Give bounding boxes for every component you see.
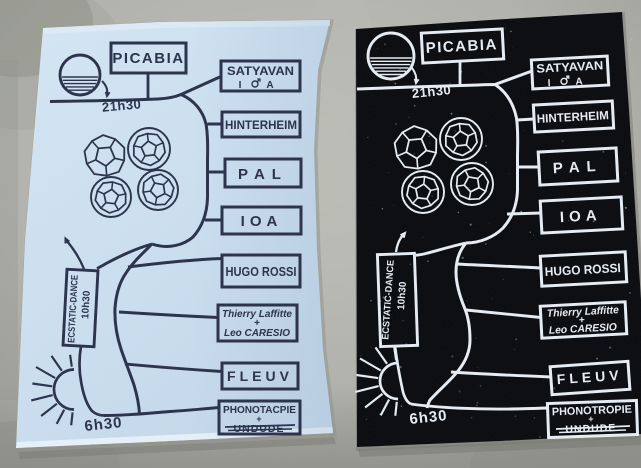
svg-text:+: + [579, 315, 586, 326]
svg-text:HINTERHEIM: HINTERHEIM [536, 108, 609, 126]
svg-text:FLEUV: FLEUV [227, 368, 293, 384]
svg-text:FLEUV: FLEUV [556, 367, 623, 388]
svg-text:A: A [575, 76, 583, 87]
svg-text:Thierry Laffitte: Thierry Laffitte [547, 304, 620, 320]
svg-text:PAL: PAL [238, 166, 288, 183]
svg-text:+: + [254, 318, 260, 329]
svg-text:HUGO ROSSI: HUGO ROSSI [226, 265, 297, 279]
svg-text:SATYAVAN: SATYAVAN [536, 58, 604, 75]
svg-text:Leo CARESIO: Leo CARESIO [549, 321, 618, 337]
svg-text:PICABIA: PICABIA [112, 50, 184, 67]
svg-text:I: I [547, 78, 551, 89]
svg-text:HUGO ROSSI: HUGO ROSSI [544, 261, 621, 279]
svg-text:10h30: 10h30 [80, 290, 92, 319]
svg-text:PAL: PAL [552, 158, 603, 178]
svg-text:HINTERHEIM: HINTERHEIM [225, 118, 297, 132]
svg-text:PICABIA: PICABIA [425, 36, 498, 57]
svg-text:6h30: 6h30 [409, 407, 449, 428]
svg-text:SATYAVAN: SATYAVAN [227, 64, 294, 78]
svg-text:ECSTATIC-DANCE: ECSTATIC-DANCE [66, 275, 81, 343]
svg-text:+: + [588, 414, 594, 424]
svg-text:IOA: IOA [241, 213, 283, 230]
svg-text:Thierry Laffitte: Thierry Laffitte [222, 308, 292, 320]
svg-text:PHONOTACPIE: PHONOTACPIE [223, 404, 296, 416]
svg-text:Leo CARESIO: Leo CARESIO [224, 327, 290, 339]
svg-text:10h30: 10h30 [396, 281, 409, 310]
svg-text:A: A [266, 80, 273, 91]
svg-text:+: + [256, 414, 261, 424]
svg-text:IOA: IOA [560, 207, 603, 226]
svg-text:6h30: 6h30 [84, 414, 124, 435]
svg-text:I: I [239, 80, 242, 91]
svg-text:PHONOTROPIE: PHONOTROPIE [552, 404, 632, 419]
